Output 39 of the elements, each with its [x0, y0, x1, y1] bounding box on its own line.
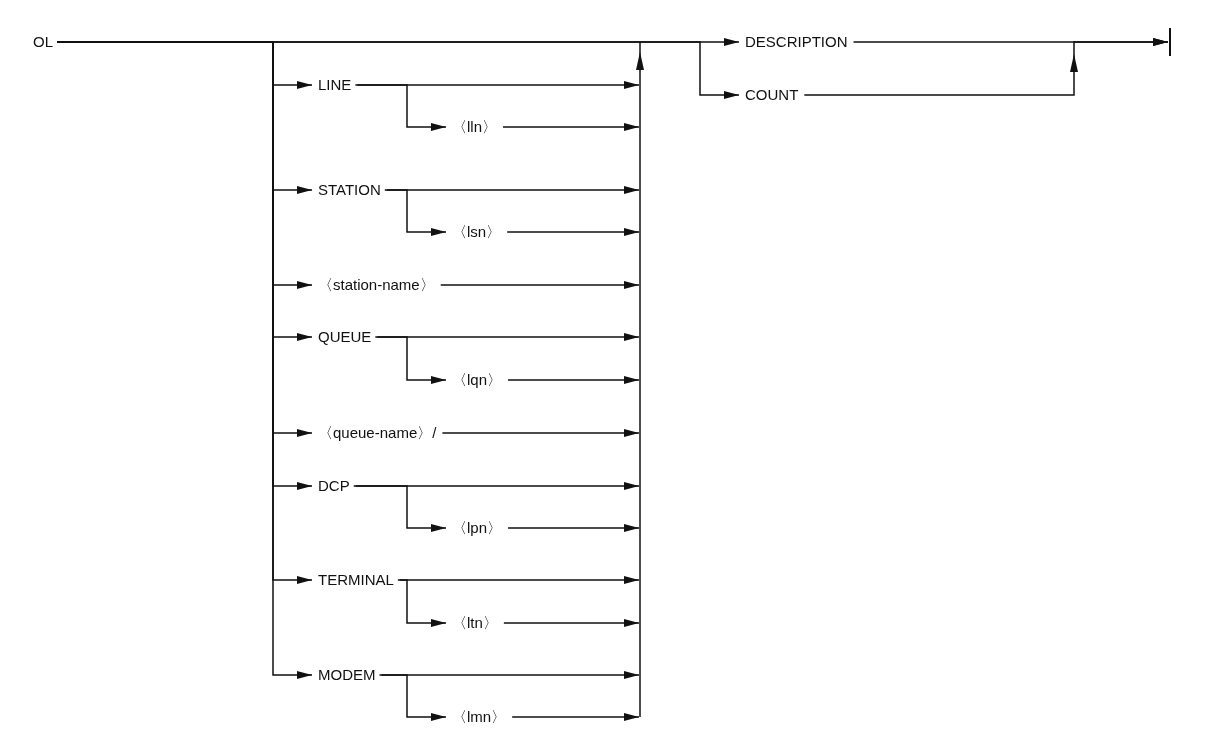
syntax-keyword: 〈lln〉 — [452, 118, 497, 136]
connector-arrow — [439, 281, 640, 289]
connector-arrow — [56, 41, 740, 99]
connector-arrow — [506, 228, 640, 236]
syntax-keyword: 〈station-name〉 — [318, 276, 435, 294]
connector-arrow — [502, 123, 640, 131]
syntax-keyword: LINE — [318, 76, 352, 94]
syntax-keyword: MODEM — [318, 666, 376, 684]
syntax-keyword: 〈lqn〉 — [452, 371, 503, 389]
connector-arrow — [441, 429, 640, 437]
syntax-keyword: OL — [33, 33, 53, 51]
connector-arrow — [399, 576, 640, 584]
connector-arrow — [352, 485, 447, 532]
connector-arrow — [356, 81, 640, 89]
connector-arrow — [507, 376, 640, 384]
syntax-keyword: TERMINAL — [318, 571, 394, 589]
connector-arrow — [354, 482, 640, 490]
syntax-keyword: DESCRIPTION — [745, 33, 848, 51]
connector-arrow — [386, 186, 640, 194]
connector-arrow — [803, 38, 1169, 96]
syntax-keyword: 〈ltn〉 — [452, 614, 498, 632]
connector-arrow — [511, 713, 640, 721]
syntax-keyword: QUEUE — [318, 328, 372, 346]
connector-arrow — [380, 671, 640, 679]
connector-arrow — [378, 674, 447, 721]
connector-arrow — [374, 336, 447, 384]
connector-arrow — [354, 84, 447, 131]
connector-arrow — [507, 524, 640, 532]
syntax-keyword: 〈lpn〉 — [452, 519, 503, 537]
syntax-keyword: 〈lmn〉 — [452, 708, 507, 726]
syntax-keyword: 〈queue-name〉/ — [318, 424, 437, 442]
connector-arrow — [397, 579, 447, 627]
syntax-keyword: COUNT — [745, 86, 799, 104]
connector-arrow — [384, 189, 447, 236]
syntax-keyword: 〈lsn〉 — [452, 223, 502, 241]
syntax-keyword: DCP — [318, 477, 350, 495]
connector-arrow — [376, 333, 640, 341]
syntax-keyword: STATION — [318, 181, 381, 199]
connector-arrow — [503, 619, 640, 627]
